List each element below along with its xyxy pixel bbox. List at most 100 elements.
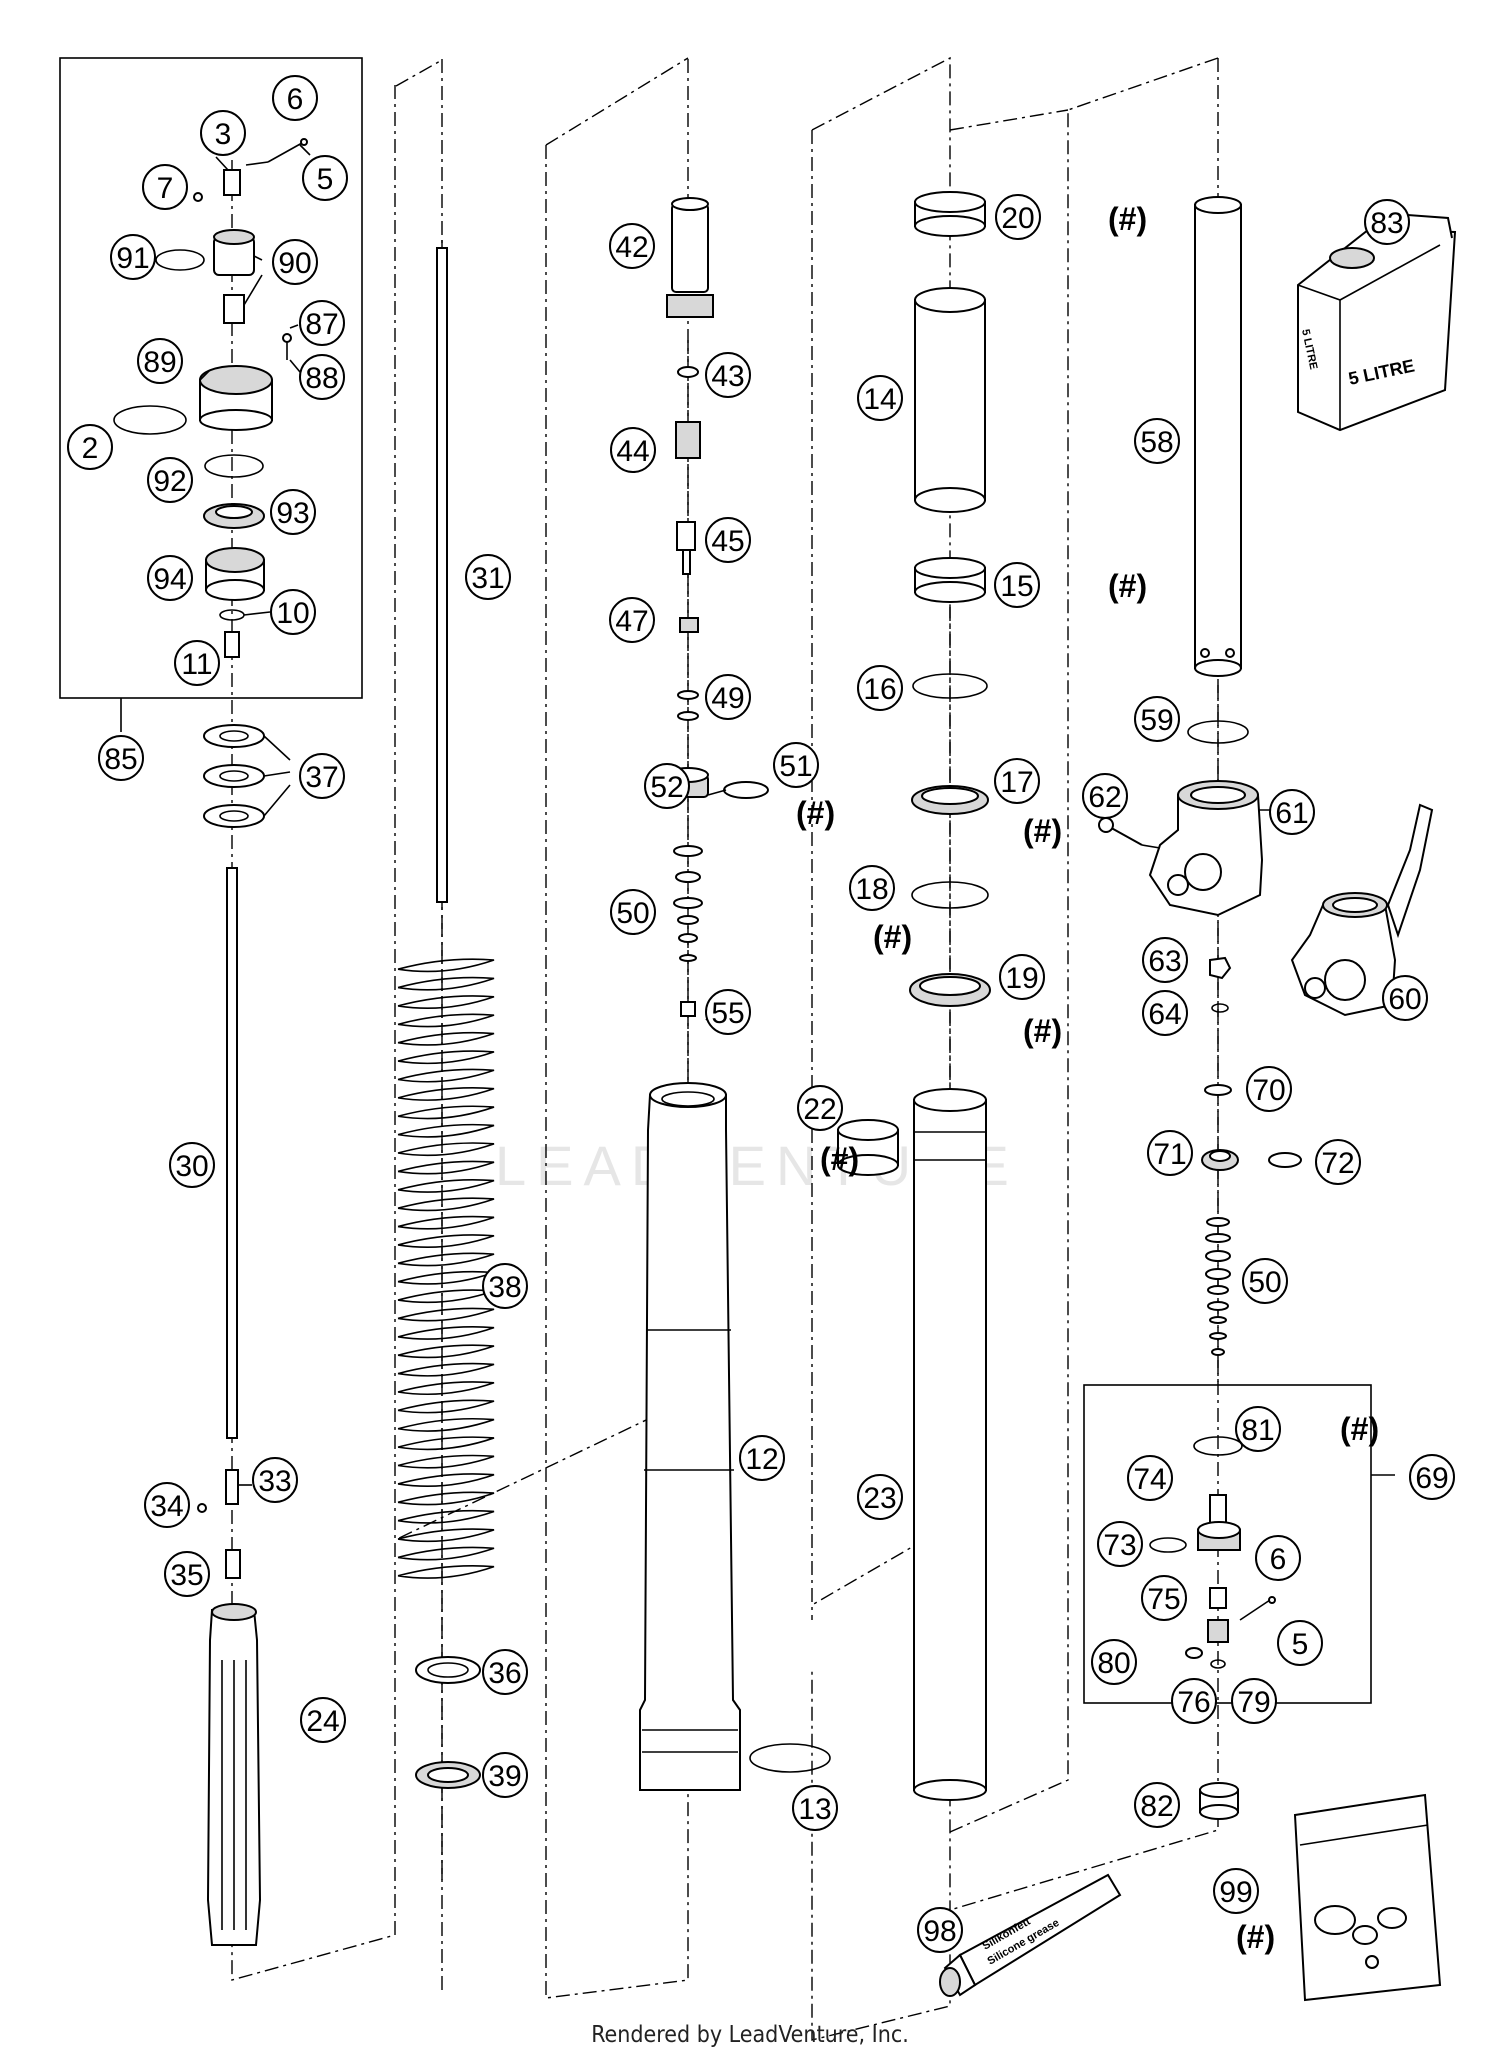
callout-number: 6: [1270, 1543, 1287, 1576]
callout-number: 52: [650, 771, 683, 804]
callout-circle: [1147, 1130, 1193, 1176]
callout-circle: [610, 427, 656, 473]
callout-43: 43: [705, 352, 751, 398]
callout-number: 31: [471, 562, 504, 595]
callout-99: 99: [1213, 1868, 1259, 1914]
callout-number: 90: [278, 247, 311, 280]
callout-number: 39: [488, 1760, 521, 1793]
callout-circle: [610, 889, 656, 935]
callout-number: 12: [745, 1443, 778, 1476]
callout-circle: [164, 1551, 210, 1597]
callout-number: 60: [1388, 983, 1421, 1016]
callout-90: 90: [272, 239, 318, 285]
callout-59: 59: [1134, 696, 1180, 742]
callout-circle: [272, 239, 318, 285]
callout-number: 15: [1000, 570, 1033, 603]
callout-number: 3: [215, 118, 232, 151]
callout-number: 50: [616, 897, 649, 930]
callout-circle: [299, 300, 345, 346]
callout-circle: [67, 424, 113, 470]
column-4-parts: [909, 191, 991, 1801]
callout-24: 24: [300, 1697, 346, 1743]
callout-6: 6: [272, 75, 318, 121]
callout-76: 76: [1171, 1678, 1217, 1724]
callout-number: 99: [1219, 1876, 1252, 1909]
callout-circle: [1242, 1258, 1288, 1304]
callout-number: 33: [258, 1465, 291, 1498]
callout-number: 81: [1241, 1414, 1274, 1447]
callout-92: 92: [147, 457, 193, 503]
callout-5: 5: [302, 155, 348, 201]
callout-number: 85: [104, 743, 137, 776]
callout-50: 50: [1242, 1258, 1288, 1304]
callout-number: 37: [305, 761, 338, 794]
callout-circle: [1409, 1454, 1455, 1500]
callout-5: 5: [1277, 1620, 1323, 1666]
callout-circle: [739, 1435, 785, 1481]
callout-circle: [252, 1457, 298, 1503]
callout-circle: [1134, 1782, 1180, 1828]
callout-circle: [200, 110, 246, 156]
callout-85: 85: [98, 735, 144, 781]
callout-62: 62: [1082, 773, 1128, 819]
callout-11: 11: [174, 640, 220, 686]
callout-number: 42: [615, 231, 648, 264]
callout-number: 18: [855, 873, 888, 906]
callout-circle: [857, 375, 903, 421]
callout-number: 50: [1248, 1266, 1281, 1299]
callout-circle: [1134, 418, 1180, 464]
callout-15: 15: [994, 562, 1040, 608]
callout-number: 69: [1415, 1462, 1448, 1495]
callout-number: 36: [488, 1657, 521, 1690]
callout-circle: [1097, 1521, 1143, 1567]
callout-number: 72: [1321, 1147, 1354, 1180]
kit-box-69: [1083, 1384, 1372, 1704]
callout-83: 83: [1364, 199, 1410, 245]
callout-number: 70: [1252, 1074, 1285, 1107]
callout-69: 69: [1409, 1454, 1455, 1500]
callout-70: 70: [1246, 1066, 1292, 1112]
callout-42: 42: [609, 223, 655, 269]
callout-circle: [482, 1752, 528, 1798]
callout-circle: [270, 489, 316, 535]
callout-circle: [1382, 975, 1428, 1021]
callout-52: 52: [644, 763, 690, 809]
callout-number: 93: [276, 497, 309, 530]
oil-can: 5 LITRE 5 LITRE: [1297, 213, 1457, 432]
callout-number: 38: [488, 1271, 521, 1304]
callout-circle: [609, 597, 655, 643]
column-2-parts: [397, 240, 495, 1880]
callout-circle: [144, 1482, 190, 1528]
callout-73: 73: [1097, 1521, 1143, 1567]
callout-49: 49: [705, 674, 751, 720]
callout-number: 47: [615, 605, 648, 638]
column-3-parts: [639, 197, 899, 1791]
callout-number: 80: [1097, 1647, 1130, 1680]
callout-17: 17: [994, 758, 1040, 804]
callout-circle: [1091, 1639, 1137, 1685]
callout-circle: [300, 1697, 346, 1743]
hash-marker-20: (#): [1108, 201, 1147, 237]
callout-circle: [482, 1649, 528, 1695]
callout-circle: [849, 865, 895, 911]
callout-number: 89: [143, 346, 176, 379]
callout-number: 2: [82, 432, 99, 465]
callout-circle: [1246, 1066, 1292, 1112]
callout-23: 23: [857, 1474, 903, 1520]
callout-12: 12: [739, 1435, 785, 1481]
callout-19: 19: [999, 954, 1045, 1000]
column-1-parts: [113, 138, 308, 1946]
callout-93: 93: [270, 489, 316, 535]
callout-3: 3: [200, 110, 246, 156]
callout-circle: [857, 1474, 903, 1520]
callout-7: 7: [142, 164, 188, 210]
callout-35: 35: [164, 1551, 210, 1597]
callout-number: 88: [305, 362, 338, 395]
callout-circle: [110, 234, 156, 280]
callout-30: 30: [169, 1142, 215, 1188]
callout-number: 34: [150, 1490, 183, 1523]
callout-94: 94: [147, 555, 193, 601]
callout-33: 33: [252, 1457, 298, 1503]
callout-number: 79: [1237, 1686, 1270, 1719]
